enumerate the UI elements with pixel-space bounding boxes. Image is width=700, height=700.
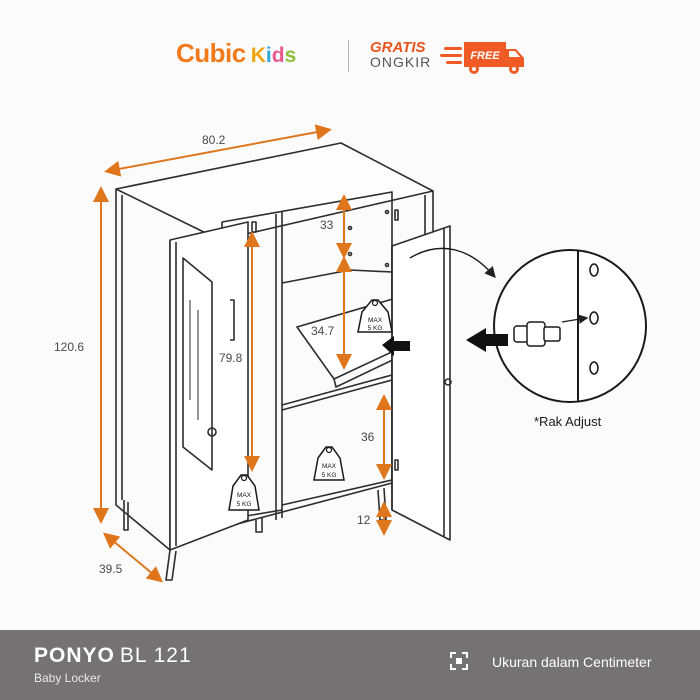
weight-tag-2-max: MAX [322,463,337,470]
lower-gap-label: 36 [361,430,375,444]
flap-height-label: 34.7 [311,324,335,338]
promo-ongkir: ONGKIR [370,54,432,70]
height-dimension-label: 120.6 [54,340,85,354]
weight-tag-2: MAX 5 KG [313,446,345,481]
delivery-truck-icon: FREE [440,42,524,74]
product-subtitle: Baby Locker [34,671,101,685]
weight-tag-3-kg: 5 KG [237,501,252,508]
product-code: BL 121 [119,644,192,667]
weight-tag-1-max: MAX [368,317,383,324]
depth-dimension-label: 39.5 [99,562,123,576]
brand-divider [348,40,349,72]
leg-height-label: 12 [357,513,371,527]
free-shipping-text: GRATIS ONGKIR [370,40,431,70]
detail-pointer-arrow [409,247,496,279]
measure-frame-icon [450,652,468,670]
cabinet-outline [115,142,452,581]
weight-tag-3-max: MAX [237,492,252,499]
width-dimension-line [104,124,332,177]
dimension-lines [93,124,392,583]
rak-adjust-label: *Rak Adjust [534,414,602,429]
logo-cubic-text: Cubic [176,38,246,68]
logo-kids-letter: K [250,44,266,67]
weight-tag-1: MAX 5 KG [357,299,393,333]
pin-arrow-icon [466,328,508,352]
logo-kids-letter: s [284,44,297,67]
weight-tag-3: MAX 5 KG [228,474,260,511]
flap-arrow-icon [382,336,410,356]
top-gap-label: 33 [320,218,334,232]
logo-kids-text: Kids [251,44,297,67]
width-dimension-label: 80.2 [202,133,226,147]
logo-kids-letter: d [271,44,285,67]
weight-tag-2-kg: 5 KG [322,472,337,479]
cabinet-drawing: MAX 5 KG MAX 5 KG MAX 5 KG [93,124,647,583]
unit-note: Ukuran dalam Centimeter [492,654,652,670]
left-inner-height-label: 79.8 [219,351,243,365]
rak-adjust-detail [409,247,647,403]
promo-gratis: GRATIS [370,39,426,56]
weight-tag-1-kg: 5 KG [368,325,383,332]
depth-dimension-line [102,532,164,583]
product-name: PONYO [34,644,115,667]
promo-free-badge: FREE [470,50,500,62]
logo-kids-letter: i [265,44,272,67]
